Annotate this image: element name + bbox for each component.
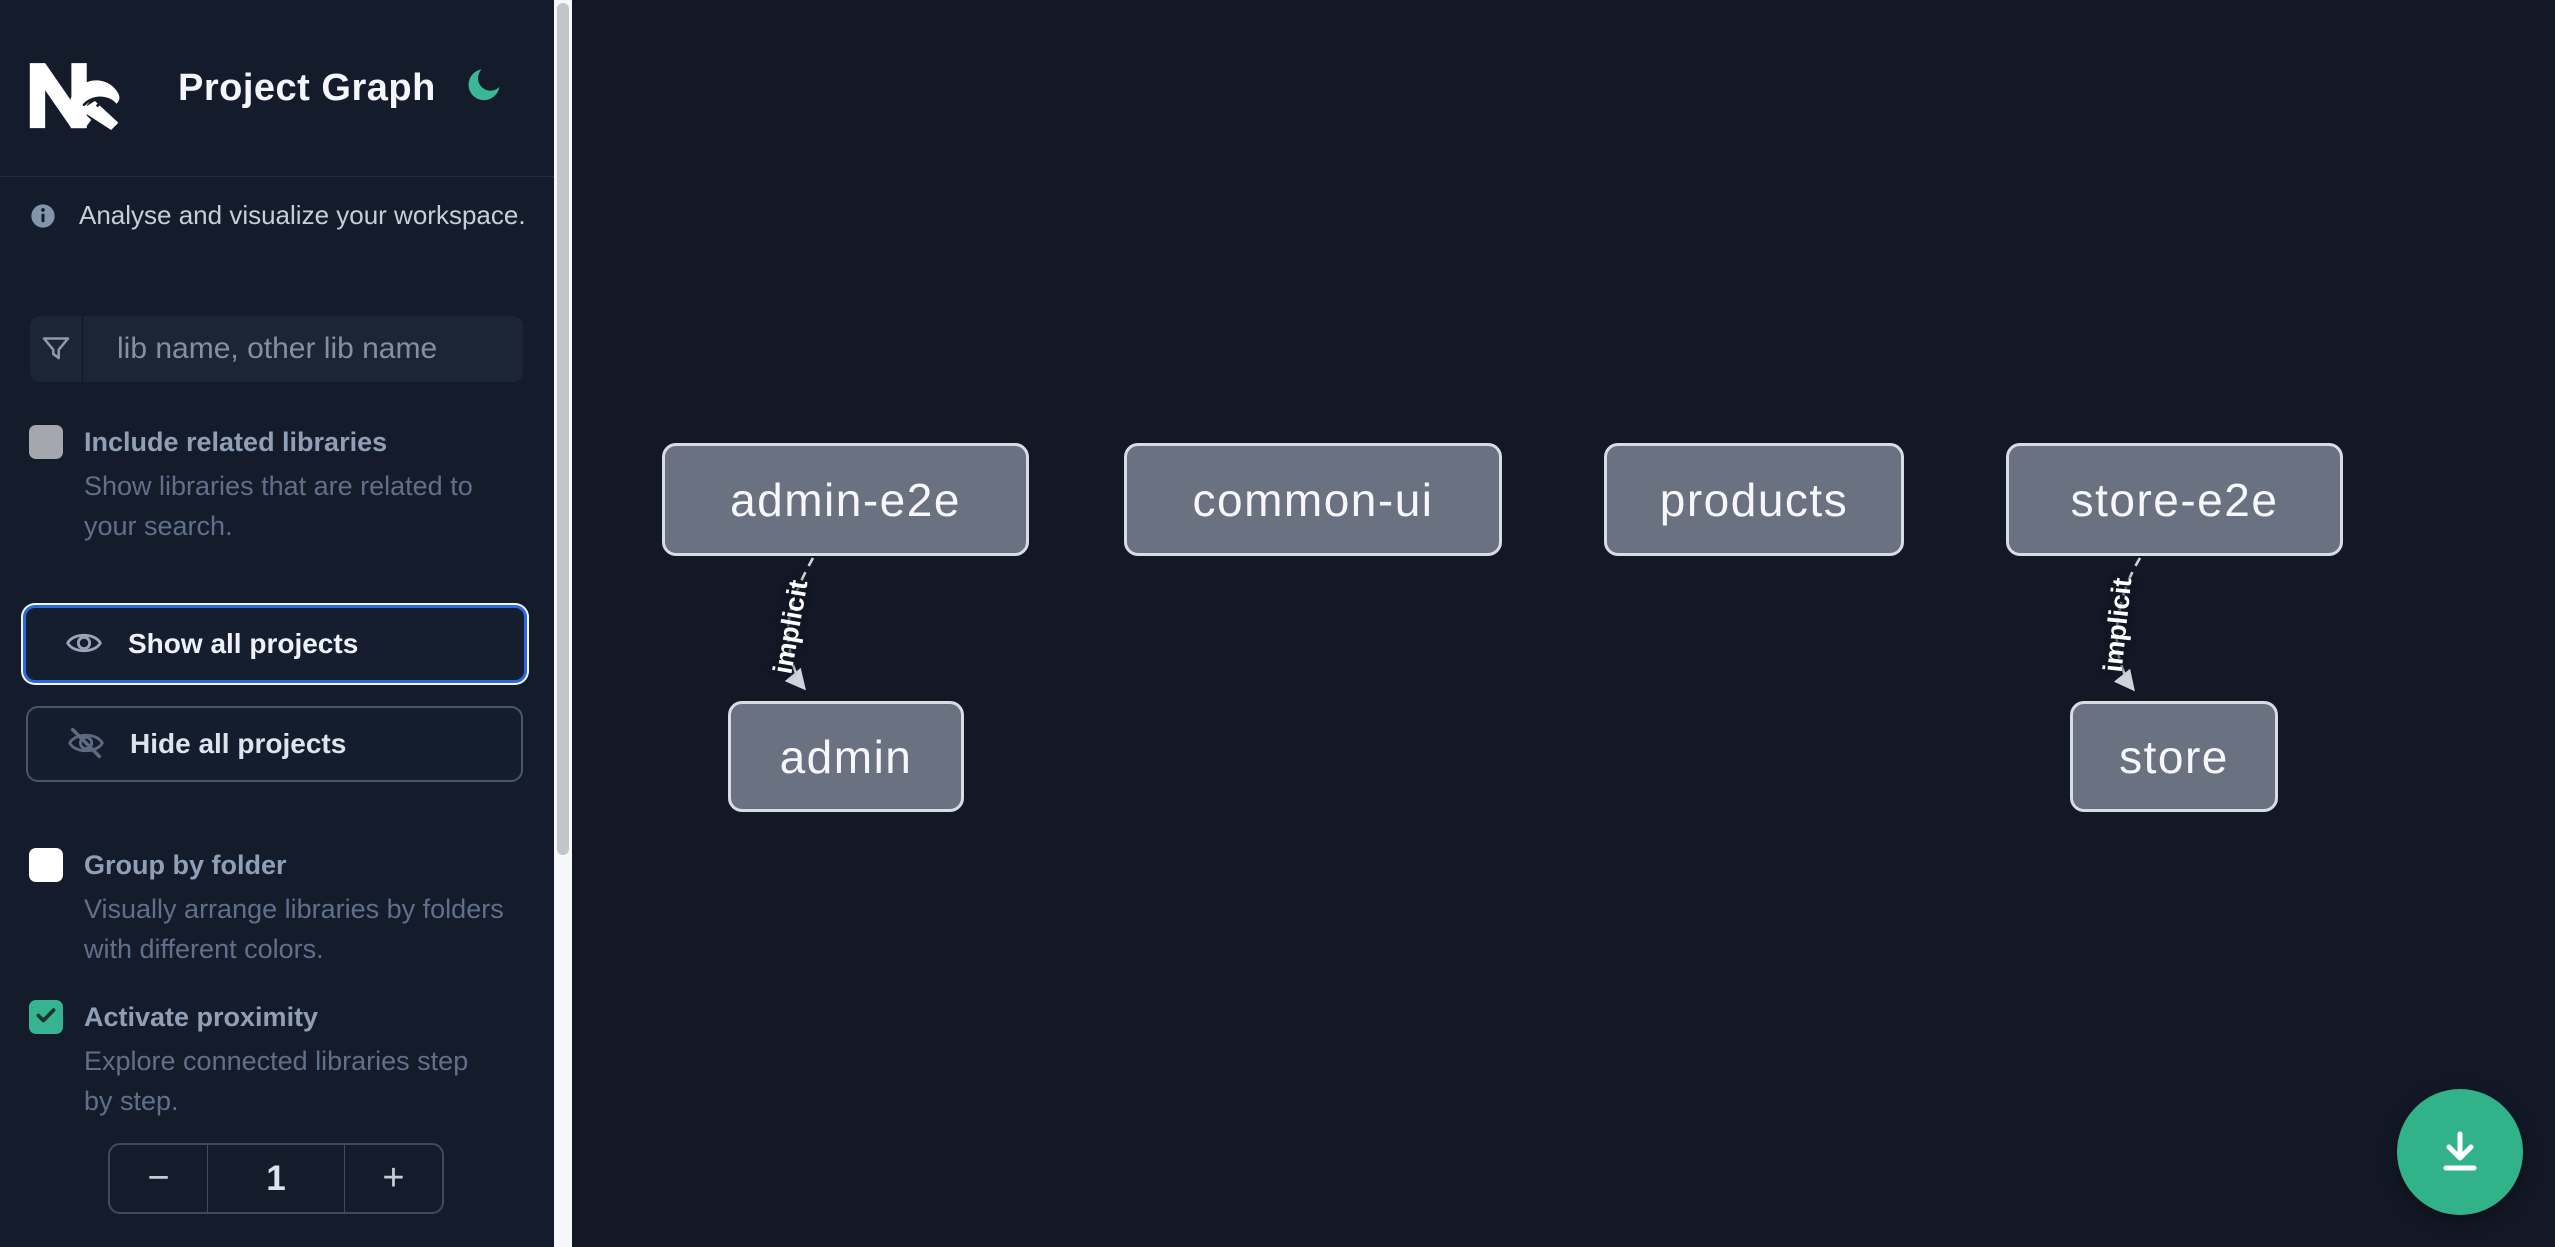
sidebar-header: Project Graph <box>0 0 554 177</box>
nx-logo-icon <box>28 52 122 132</box>
activate-proximity-label[interactable]: Activate proximity <box>84 1002 319 1032</box>
decrement-button[interactable]: − <box>110 1145 207 1212</box>
group-by-folder-checkbox[interactable] <box>29 848 63 882</box>
hide-all-projects-button[interactable]: Hide all projects <box>26 706 523 782</box>
page-title: Project Graph <box>178 67 436 109</box>
moon-icon <box>464 68 504 108</box>
proximity-depth-stepper: − 1 + <box>108 1143 444 1214</box>
group-by-folder-description: Visually arrange libraries by folders wi… <box>84 894 504 964</box>
show-all-projects-button[interactable]: Show all projects <box>23 605 527 683</box>
filter-activate-proximity: Activate proximity Explore connected lib… <box>29 999 529 1121</box>
increment-button[interactable]: + <box>345 1145 442 1212</box>
graph-edges <box>784 557 2142 692</box>
filter-include-related: Include related libraries Show libraries… <box>29 424 529 546</box>
theme-toggle-button[interactable] <box>462 64 506 108</box>
include-related-checkbox[interactable] <box>29 425 63 459</box>
filter-funnel-icon <box>30 316 83 382</box>
graph-node-products[interactable]: products <box>1604 443 1904 556</box>
activate-proximity-checkbox[interactable] <box>29 1000 63 1034</box>
include-related-label[interactable]: Include related libraries <box>84 427 388 457</box>
graph-node-common-ui[interactable]: common-ui <box>1124 443 1502 556</box>
sidebar-scrollbar-thumb[interactable] <box>557 3 569 855</box>
intro-text: Analyse and visualize your workspace. <box>79 200 526 230</box>
graph-node-store-e2e[interactable]: store-e2e <box>2006 443 2343 556</box>
download-icon <box>2432 1123 2488 1182</box>
intro-row: Analyse and visualize your workspace. <box>29 200 526 231</box>
search-box <box>30 316 523 382</box>
edge-store-e2e-to-store[interactable] <box>2113 557 2142 692</box>
graph-node-store[interactable]: store <box>2070 701 2278 812</box>
graph-node-admin[interactable]: admin <box>728 701 964 812</box>
eye-off-icon <box>66 723 106 766</box>
graph-canvas[interactable]: implicit implicit admin-e2e common-ui pr… <box>572 0 2555 1247</box>
show-all-projects-label: Show all projects <box>128 628 359 659</box>
include-related-description: Show libraries that are related to your … <box>84 471 473 541</box>
checkmark-icon <box>33 1002 59 1033</box>
info-icon <box>29 202 57 230</box>
eye-icon <box>64 623 104 666</box>
activate-proximity-description: Explore connected libraries step by step… <box>84 1046 469 1116</box>
sidebar: Project Graph Analyse and visualize your… <box>0 0 554 1247</box>
group-by-folder-label[interactable]: Group by folder <box>84 850 287 880</box>
sidebar-scrollbar-track[interactable] <box>554 0 572 1247</box>
filter-group-by-folder: Group by folder Visually arrange librari… <box>29 847 529 969</box>
download-image-button[interactable] <box>2397 1089 2523 1215</box>
graph-node-admin-e2e[interactable]: admin-e2e <box>662 443 1029 556</box>
hide-all-projects-label: Hide all projects <box>130 728 347 759</box>
proximity-depth-value[interactable]: 1 <box>207 1145 345 1212</box>
search-input[interactable] <box>83 316 523 382</box>
